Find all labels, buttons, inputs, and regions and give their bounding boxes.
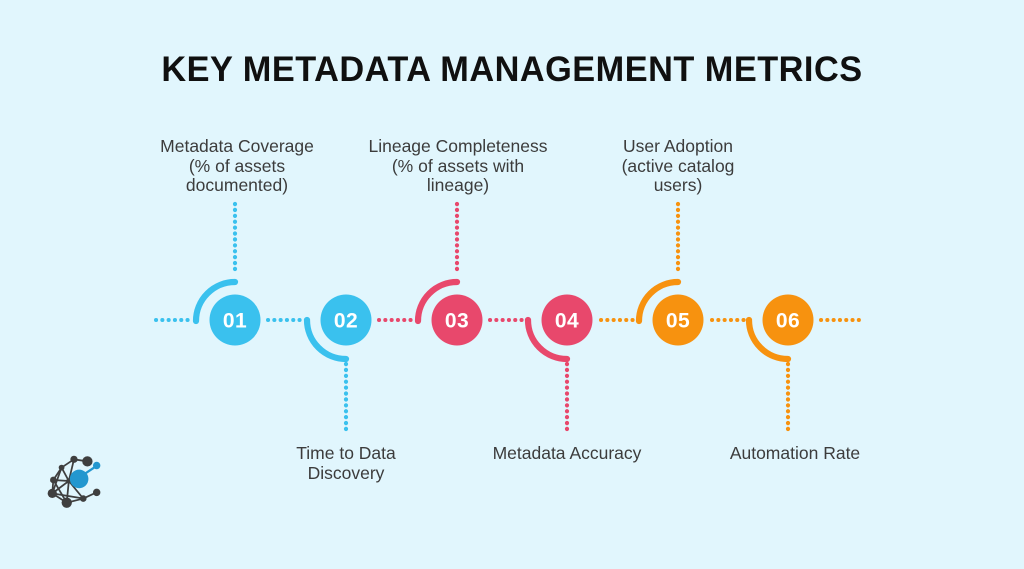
logo-blue-node (69, 461, 101, 489)
label-line: Time to Data (296, 443, 396, 463)
label-metadata-accuracy: Metadata Accuracy (447, 443, 687, 464)
step-arc-04 (524, 316, 571, 363)
page-title: KEY METADATA MANAGEMENT METRICS (161, 50, 863, 89)
label-automation-rate: Automation Rate (675, 443, 915, 464)
step-circle-06 (762, 294, 814, 346)
label-time-to-data-discovery: Time to Data Discovery (226, 443, 466, 483)
step-arc-05 (635, 278, 682, 325)
label-metadata-coverage: Metadata Coverage (% of assets documente… (117, 136, 357, 196)
label-line: Discovery (307, 462, 385, 483)
step-circle-04 (541, 294, 593, 346)
label-line: users) (653, 175, 703, 195)
label-line: documented) (185, 175, 289, 195)
step-number-04: 04 (555, 310, 579, 333)
step-arc-06 (745, 316, 792, 363)
label-line: Automation Rate (729, 443, 861, 463)
step-arc-02 (303, 316, 350, 363)
step-circle-03 (431, 294, 483, 346)
label-line: (% of assets with (391, 155, 525, 176)
label-line: (active catalog (621, 155, 735, 176)
step-number-03: 03 (445, 310, 469, 333)
step-number-06: 06 (776, 310, 800, 333)
label-line: User Adoption (623, 136, 733, 156)
step-circle-05 (652, 294, 704, 346)
label-user-adoption: User Adoption (active catalog users) (558, 136, 798, 196)
label-lineage-completeness: Lineage Completeness (% of assets with l… (338, 136, 578, 196)
label-line: Metadata Accuracy (492, 443, 642, 463)
label-line: lineage) (426, 175, 490, 195)
step-arc-01 (192, 278, 239, 325)
label-line: Lineage Completeness (368, 136, 548, 156)
step-circle-01 (209, 294, 261, 346)
label-line: Metadata Coverage (160, 136, 314, 156)
step-number-05: 05 (666, 310, 690, 333)
step-arc-03 (414, 278, 461, 325)
label-line: (% of assets (188, 155, 286, 176)
step-number-02: 02 (334, 310, 358, 333)
network-graph-icon (47, 455, 101, 508)
step-circle-02 (320, 294, 372, 346)
step-number-01: 01 (223, 310, 247, 333)
